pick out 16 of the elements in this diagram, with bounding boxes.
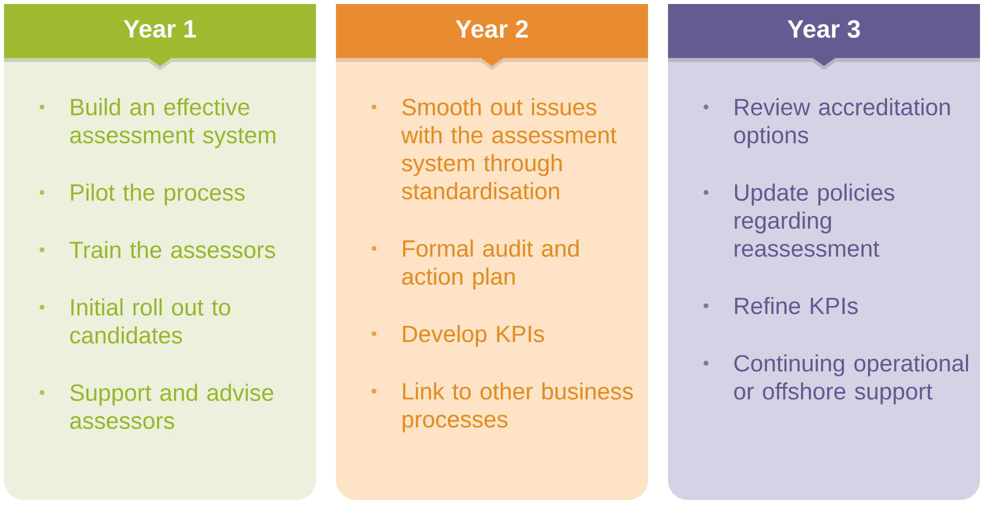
header-band: Year 1 (4, 4, 316, 70)
bullet-text: Update policies regarding reassessment (734, 184, 894, 257)
bullet-text: Build an effective assessment system (70, 98, 276, 148)
header-band: Year 3 (668, 4, 980, 70)
bullet-text: Pilot the process (71, 184, 245, 206)
bullet-text: Support and advise assessors (70, 384, 274, 430)
bullet-text: Initial roll out to candidates (70, 298, 230, 344)
bullet-text: Continuing operational or offshore support (734, 354, 968, 404)
bullet-text: Refine KPIs (735, 296, 858, 314)
header-band: Year 2 (336, 4, 648, 70)
bullet-text: Smooth out issues with the assessment system through standardisation (401, 98, 616, 200)
bullet-text: Develop KPIs (403, 324, 544, 347)
bullet-text: Formal audit and action plan (402, 240, 579, 290)
bullet-text: Link to other business processes (402, 382, 633, 432)
bullet-text: Review accreditation options (734, 98, 950, 148)
bullet-text: Train the assessors (70, 240, 276, 258)
